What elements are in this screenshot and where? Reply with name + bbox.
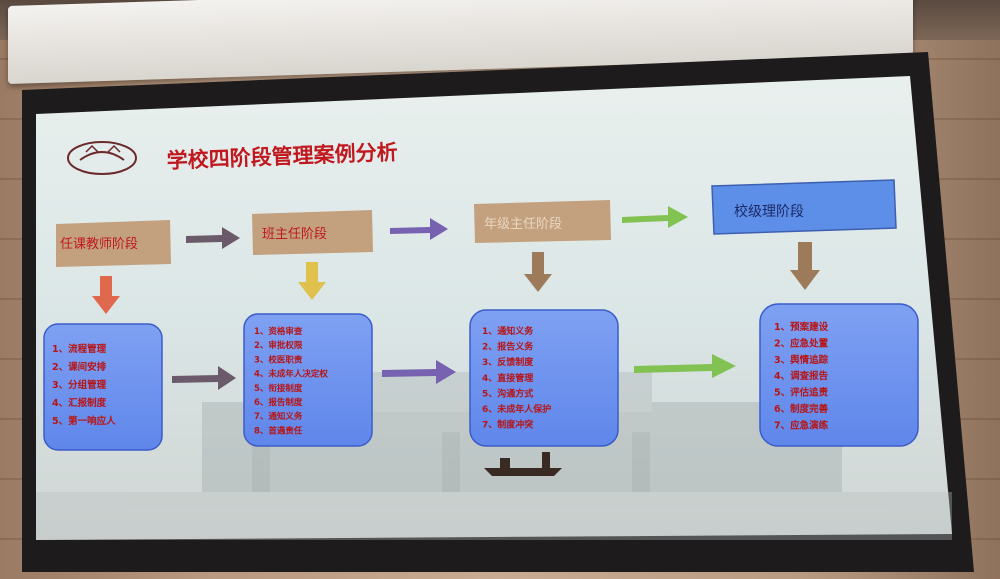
detail-item: 4、调查报告 [774,370,829,382]
detail-item: 2、报告义务 [482,341,534,353]
stage-label-4: 校级理阶段 [734,203,804,220]
detail-item: 4、汇报制度 [52,397,107,409]
detail-item: 5、沟通方式 [482,387,533,399]
detail-item: 5、评估追责 [774,387,829,399]
detail-item: 2、审批权限 [254,340,303,351]
stage-label-3: 年级主任阶段 [484,217,562,232]
projection-screen: 学校四阶段管理案例分析 任课教师阶段 班主任阶段 年级主任阶段 校级理阶段 [22,52,974,572]
detail-item: 7、应急演练 [774,419,829,431]
stage-box-2: 班主任阶段 [252,210,373,255]
detail-box-4: 1、预案建设 2、应急处置 3、舆情追踪 4、调查报告 5、评估追责 6、制度完善 7、应急… [759,303,919,447]
arrow-down-2 [298,262,326,300]
stage-label-1: 任课教师阶段 [60,236,138,252]
stage-box-1: 任课教师阶段 [56,220,171,267]
detail-item: 2、课间安排 [52,361,107,373]
detail-item: 5、衔接制度 [254,383,303,394]
stage-box-4: 校级理阶段 [711,179,897,235]
detail-item: 3、舆情追踪 [774,354,829,366]
boat-silhouette [484,452,562,476]
detail-item: 1、预案建设 [774,321,829,333]
arrow-detail-3-4 [634,354,736,378]
detail-item: 1、流程管理 [52,343,107,355]
detail-item: 6、报告制度 [254,397,303,408]
detail-item: 6、未成年人保护 [482,403,551,415]
zhejiang-university-logo [67,141,137,175]
detail-item: 5、第一响应人 [52,415,116,427]
arrow-detail-2-3 [382,360,456,384]
detail-item: 6、制度完善 [774,403,829,415]
detail-box-1: 1、流程管理 2、课间安排 3、分组管理 4、汇报制度 5、第一响应人 [43,323,163,451]
detail-item: 1、通知义务 [482,325,534,337]
arrow-stage-2-3 [390,218,448,240]
arrow-down-1 [92,276,120,314]
detail-item: 1、资格审查 [254,326,303,337]
detail-item: 7、通知义务 [254,411,303,422]
detail-item: 2、应急处置 [774,337,829,349]
arrow-stage-1-2 [186,227,240,249]
detail-item: 3、校医职责 [254,354,303,365]
detail-item: 3、反馈制度 [482,356,534,368]
detail-item: 7、制度冲突 [482,419,533,431]
detail-box-3: 1、通知义务 2、报告义务 3、反馈制度 4、直接管理 5、沟通方式 6、未成年人保护 7、… [469,309,619,447]
detail-box-2: 1、资格审查 2、审批权限 3、校医职责 4、未成年人决定权 5、衔接制度 6、报告制度 7… [243,313,373,447]
arrow-down-3 [524,252,552,292]
stage-label-2: 班主任阶段 [262,227,327,242]
detail-item: 4、未成年人决定权 [254,369,328,380]
arrow-detail-1-2 [172,366,236,390]
arrow-stage-3-4 [622,206,688,228]
stage-box-3: 年级主任阶段 [474,200,611,243]
detail-item: 3、分组管理 [52,379,107,391]
arrow-down-4 [790,242,820,290]
detail-item: 8、首遇责任 [254,425,303,436]
detail-item: 4、直接管理 [482,372,533,384]
